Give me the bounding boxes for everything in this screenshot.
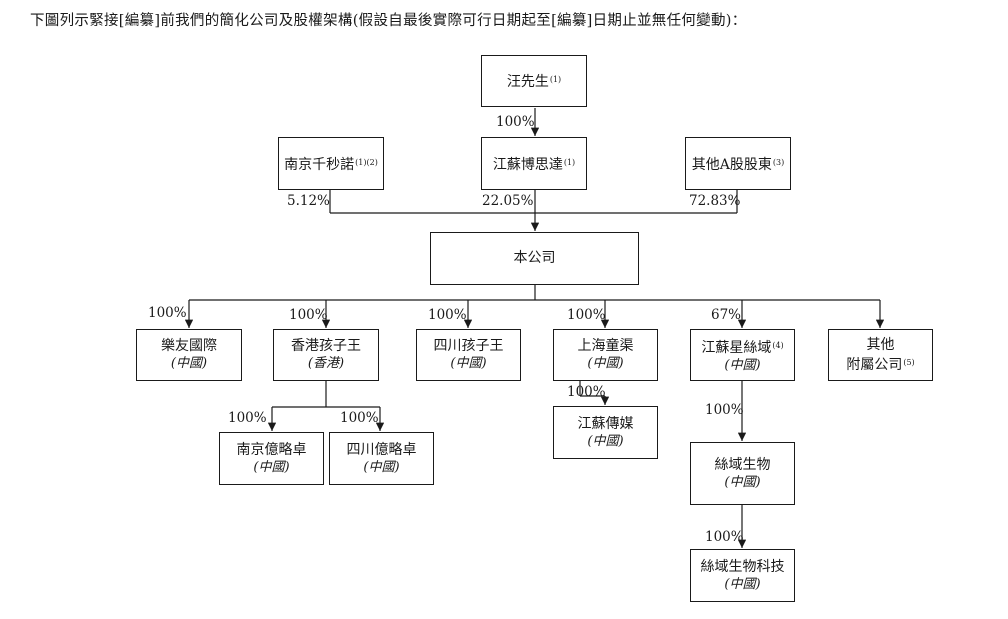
node-company: 本公司 [430, 232, 639, 285]
node-sc-yilvezhuo: 四川億略卓 (中國) [329, 432, 434, 485]
pct-hk-sc-yilvezhuo: 100% [340, 410, 379, 426]
pct-sh-chuanmei: 100% [567, 384, 606, 400]
node-js-chuanmei: 江蘇傳媒 (中國) [553, 406, 658, 459]
pct-qianmiao-company: 5.12% [287, 193, 330, 209]
pct-siyu-bio-biotech: 100% [705, 529, 744, 545]
pct-bosida-company: 22.05% [482, 193, 534, 209]
node-sh-tongqu: 上海童渠 (中國) [553, 329, 658, 381]
node-js-xingsiyu: 江蘇星絲域(4) (中國) [690, 329, 795, 381]
node-leyou: 樂友國際 (中國) [136, 329, 242, 381]
node-other-a-shareholders: 其他A股股東(3) [685, 137, 791, 190]
node-nj-qianmiao: 南京千秒諾(1)(2) [278, 137, 384, 190]
node-other-subsidiaries: 其他 附屬公司(5) [828, 329, 933, 381]
pct-company-leyou: 100% [148, 305, 187, 321]
pct-hk-nj-yilvezhuo: 100% [228, 410, 267, 426]
node-mr-wang: 汪先生(1) [481, 55, 587, 107]
pct-company-xingsiyu: 67% [711, 307, 742, 323]
node-siyu-biotech: 絲域生物科技 (中國) [690, 549, 795, 602]
node-js-bosida: 江蘇博思達(1) [481, 137, 587, 190]
node-siyu-bio: 絲域生物 (中國) [690, 442, 795, 505]
diagram-caption: 下圖列示緊接[編纂]前我們的簡化公司及股權架構(假設自最後實際可行日期起至[編纂… [30, 13, 747, 29]
pct-company-sh: 100% [567, 307, 606, 323]
node-nj-yilvezhuo: 南京億略卓 (中國) [219, 432, 324, 485]
pct-wang-bosida: 100% [496, 114, 535, 130]
node-hk-haiziwang: 香港孩子王 (香港) [273, 329, 379, 381]
pct-company-hk: 100% [289, 307, 328, 323]
pct-other-a-company: 72.83% [689, 193, 741, 209]
pct-xingsiyu-siyu-bio: 100% [705, 402, 744, 418]
pct-company-sc: 100% [428, 307, 467, 323]
node-sc-haiziwang: 四川孩子王 (中國) [416, 329, 521, 381]
